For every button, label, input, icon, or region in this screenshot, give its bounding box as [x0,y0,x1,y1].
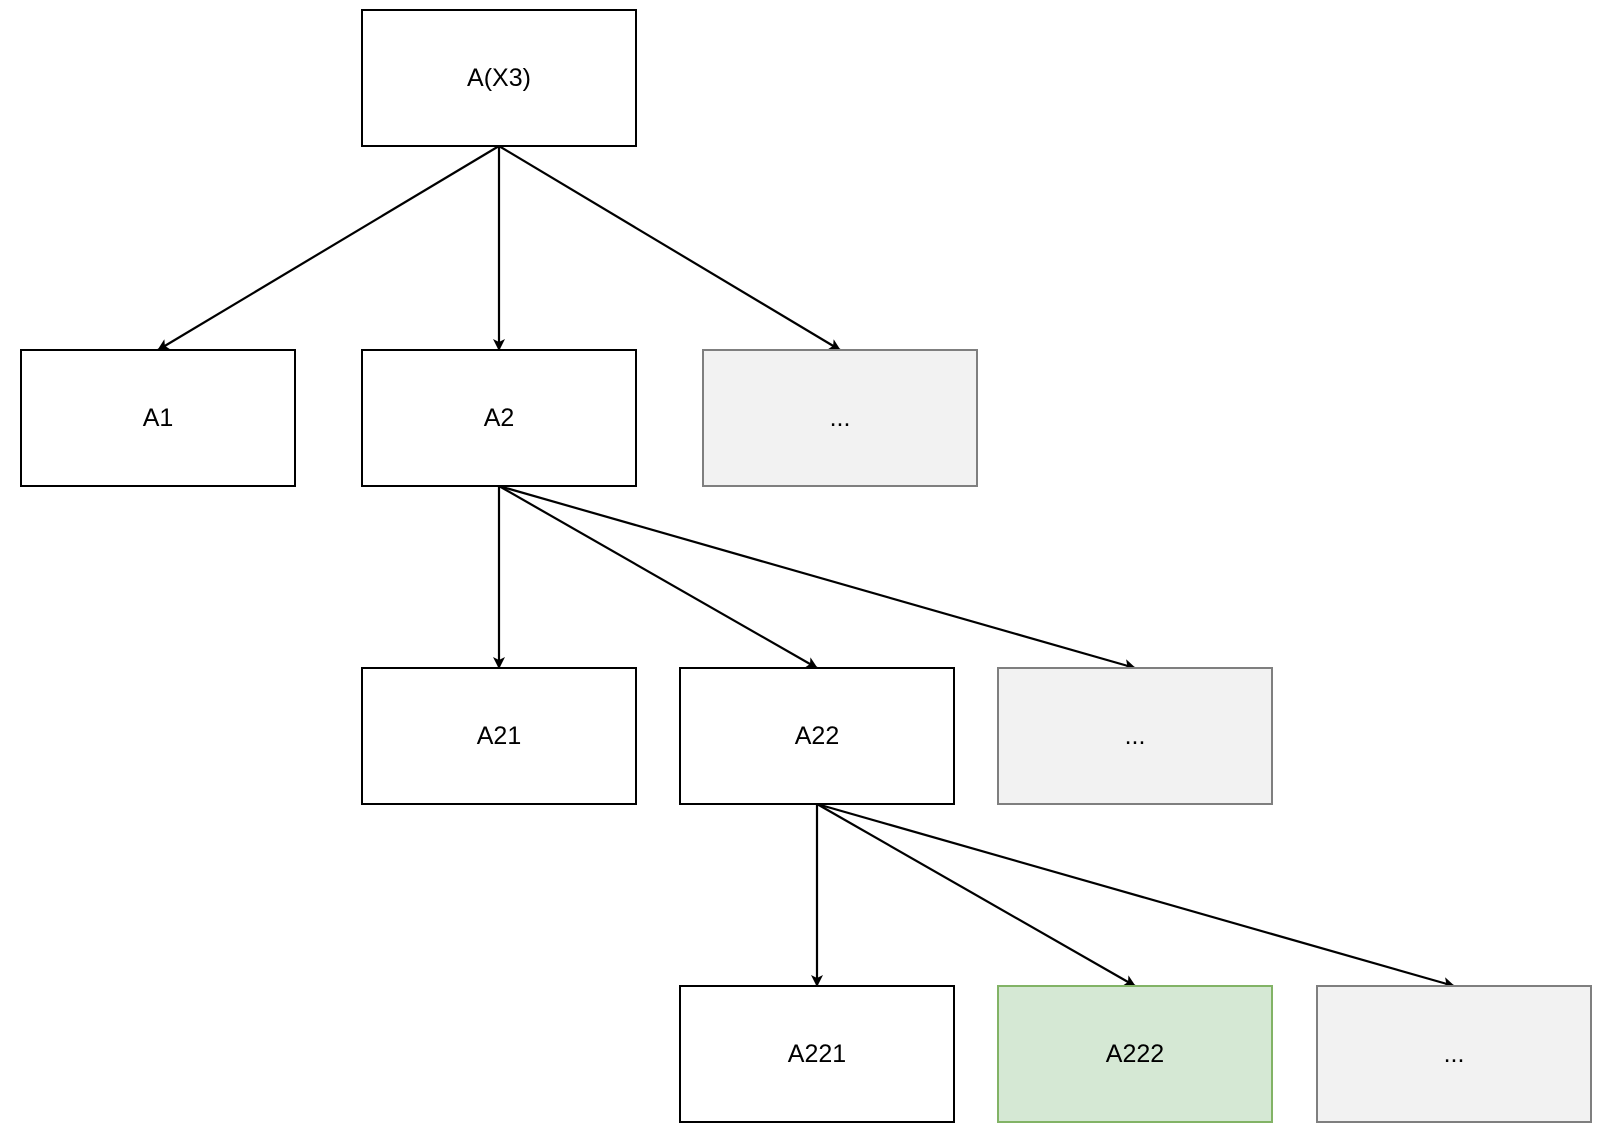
node-label: A(X3) [467,64,531,92]
node-a2-more[interactable]: ... [997,667,1273,805]
edge-a22-to-a222 [816,803,1136,987]
node-box [1316,985,1592,1123]
edge-a-to-a1 [157,145,500,351]
node-label: A21 [477,722,521,750]
node-box [361,349,637,487]
node-label: ... [1444,1040,1465,1068]
nodes-layer: A(X3) A1 A2... A21 A22... A221 A222... [20,9,1592,1123]
node-a222[interactable]: A222 [997,985,1273,1123]
node-box [361,9,637,147]
node-box [997,985,1273,1123]
node-label: A2 [484,404,515,432]
node-box [997,667,1273,805]
node-a[interactable]: A(X3) [361,9,637,147]
edge-a-to-a_more [498,145,841,351]
node-a221[interactable]: A221 [679,985,955,1123]
edge-a2-to-a2_more [498,484,1136,671]
node-box [679,667,955,805]
node-a22[interactable]: A22 [679,667,955,805]
edge-a22-to-a22_more [816,802,1455,989]
edge-a2-to-a22 [498,485,818,669]
node-a22-more[interactable]: ... [1316,985,1592,1123]
node-box [679,985,955,1123]
node-box [702,349,978,487]
node-label: A22 [795,722,839,750]
node-a21[interactable]: A21 [361,667,637,805]
node-a-more[interactable]: ... [702,349,978,487]
node-label: ... [1125,722,1146,750]
node-box [361,667,637,805]
node-label: A1 [143,404,174,432]
node-box [20,349,296,487]
node-label: ... [830,404,851,432]
node-label: A221 [788,1040,846,1068]
node-a1[interactable]: A1 [20,349,296,487]
edges-layer [157,145,1455,989]
node-label: A222 [1106,1040,1164,1068]
node-a2[interactable]: A2 [361,349,637,487]
